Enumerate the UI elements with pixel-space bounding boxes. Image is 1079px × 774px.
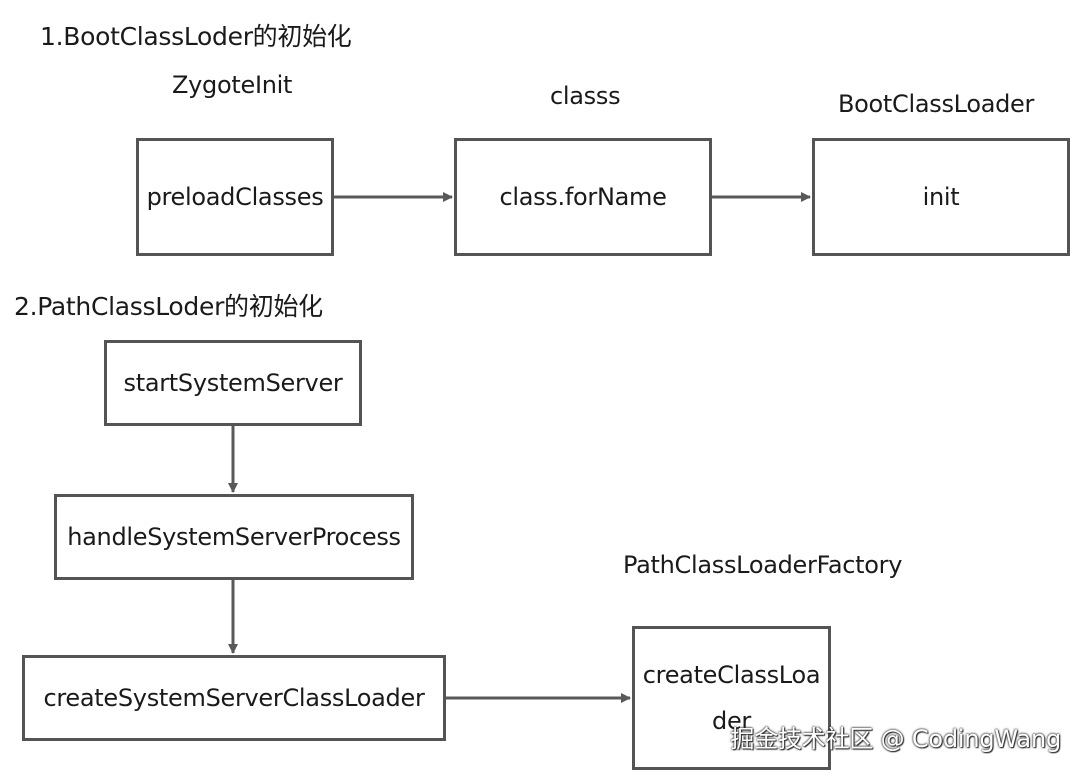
class-forname-box: class.forName bbox=[454, 138, 712, 256]
preloadclasses-box: preloadClasses bbox=[136, 138, 334, 256]
zygoteinit-label: ZygoteInit bbox=[172, 71, 293, 99]
preloadclasses-text: preloadClasses bbox=[146, 183, 324, 211]
bootclassloader-label: BootClassLoader bbox=[838, 90, 1035, 118]
startsystemserver-box: startSystemServer bbox=[104, 340, 362, 426]
createclassloader-box: createClassLoader bbox=[632, 626, 831, 770]
createsystemserverclassloader-text: createSystemServerClassLoader bbox=[43, 684, 425, 712]
init-text: init bbox=[922, 183, 960, 211]
class-forname-text: class.forName bbox=[499, 183, 667, 211]
createclassloader-text: createClassLoader bbox=[642, 661, 821, 735]
pathclassloaderfactory-label: PathClassLoaderFactory bbox=[623, 551, 903, 579]
section1-heading: 1.BootClassLoder的初始化 bbox=[40, 22, 352, 51]
section2-heading: 2.PathClassLoder的初始化 bbox=[14, 292, 323, 321]
watermark-text: 掘金技术社区 @ CodingWang bbox=[730, 725, 1061, 753]
classs-label: classs bbox=[550, 82, 621, 110]
createsystemserverclassloader-box: createSystemServerClassLoader bbox=[22, 655, 446, 741]
startsystemserver-text: startSystemServer bbox=[123, 369, 343, 397]
handlesystemserverprocess-box: handleSystemServerProcess bbox=[54, 494, 414, 580]
handlesystemserverprocess-text: handleSystemServerProcess bbox=[67, 523, 401, 551]
init-box: init bbox=[812, 138, 1070, 256]
